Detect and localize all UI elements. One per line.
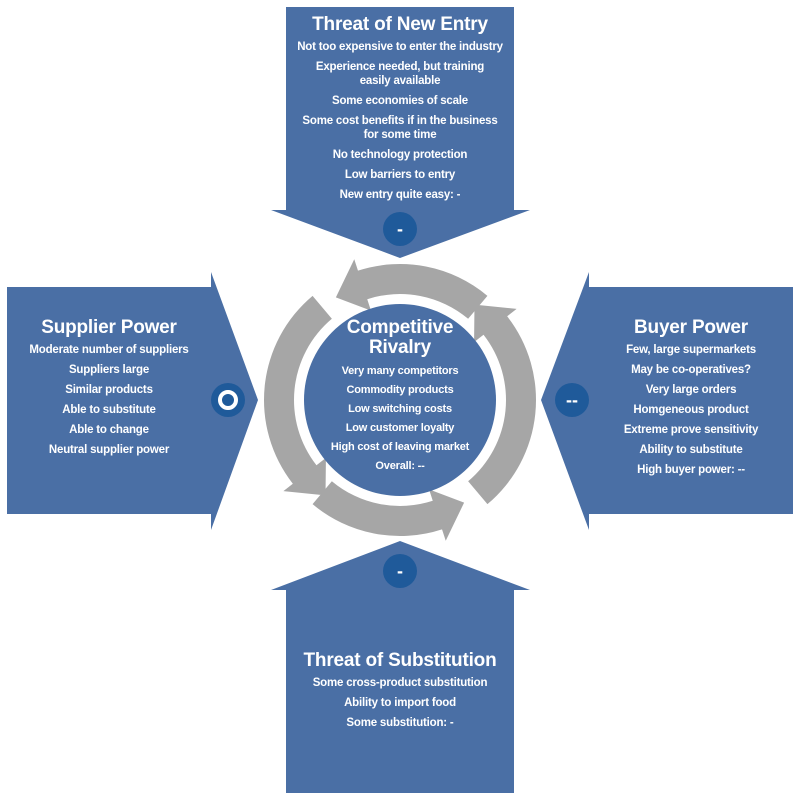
substitution-arrow-shape	[271, 541, 530, 793]
list-item: Neutral supplier power	[48, 444, 170, 456]
list-item: Suppliers large	[68, 364, 150, 376]
threat-of-substitution-list: Some cross-product substitution Ability …	[290, 676, 510, 730]
supplier-power-panel: Supplier Power Moderate number of suppli…	[14, 317, 204, 463]
buyer-power-title: Buyer Power	[634, 317, 748, 338]
list-item: Extreme prove sensitivity	[623, 424, 759, 436]
list-item: Some economies of scale	[331, 95, 468, 107]
supplier-power-list: Moderate number of suppliers Suppliers l…	[14, 343, 204, 457]
list-item: Very many competitors	[341, 365, 459, 377]
list-item: High cost of leaving market	[330, 441, 470, 453]
threat-of-substitution-title: Threat of Substitution	[303, 650, 497, 671]
list-item: May be co-operatives?	[631, 364, 751, 376]
supplier-power-arrow-shape	[7, 272, 258, 530]
list-item: Very large orders	[645, 384, 737, 396]
buyer-power-rating-badge: --	[555, 383, 589, 417]
list-item: Ability to substitute	[639, 444, 743, 456]
list-item: Overall: --	[375, 460, 425, 472]
cycle-arrow-right	[468, 304, 537, 505]
competitive-rivalry-title: Competitive Rivalry	[346, 317, 454, 358]
list-item: Few, large supermarkets	[626, 344, 756, 356]
buyer-power-arrow-shape	[541, 272, 793, 530]
supplier-power-rating-badge	[211, 383, 245, 417]
list-item: Some substitution: -	[346, 717, 454, 729]
list-item: Commodity products	[346, 384, 454, 396]
new-entry-rating-badge: -	[383, 212, 417, 246]
list-item: Able to change	[69, 424, 149, 436]
competitive-rivalry-list: Very many competitors Commodity products…	[318, 364, 482, 473]
cycle-arrow-bottom	[312, 481, 465, 541]
list-item: Some cost benefits if in the business fo…	[302, 115, 498, 141]
list-item: Low switching costs	[348, 403, 452, 415]
list-item: Low customer loyalty	[345, 422, 455, 434]
competitive-rivalry-circle	[304, 304, 496, 496]
supplier-power-title: Supplier Power	[41, 317, 177, 338]
new-entry-arrow-shape	[271, 7, 530, 258]
rivalry-cycle-ring	[263, 259, 537, 541]
threat-of-new-entry-panel: Threat of New Entry Not too expensive to…	[290, 14, 510, 208]
list-item: Able to substitute	[62, 404, 156, 416]
list-item: Some cross-product substitution	[312, 677, 488, 689]
cycle-arrow-top	[335, 259, 488, 319]
buyer-power-panel: Buyer Power Few, large supermarkets May …	[596, 317, 786, 483]
cycle-arrow-left	[263, 295, 332, 496]
list-item: High buyer power: --	[637, 464, 745, 476]
list-item: No technology protection	[332, 149, 468, 161]
competitive-rivalry-panel: Competitive Rivalry Very many competitor…	[318, 318, 482, 478]
buyer-power-list: Few, large supermarkets May be co-operat…	[596, 343, 786, 477]
list-item: Experience needed, but training easily a…	[315, 61, 485, 87]
list-item: Not too expensive to enter the industry	[297, 41, 503, 53]
list-item: Ability to import food	[344, 697, 456, 709]
neutral-ring-icon	[218, 390, 238, 410]
list-item: New entry quite easy: -	[339, 189, 461, 201]
list-item: Moderate number of suppliers	[29, 344, 189, 356]
list-item: Homgeneous product	[633, 404, 749, 416]
list-item: Low barriers to entry	[344, 169, 456, 181]
list-item: Similar products	[65, 384, 153, 396]
threat-of-new-entry-list: Not too expensive to enter the industry …	[290, 40, 510, 202]
threat-of-new-entry-title: Threat of New Entry	[312, 14, 488, 35]
threat-of-substitution-panel: Threat of Substitution Some cross-produc…	[290, 650, 510, 736]
substitution-rating-badge: -	[383, 554, 417, 588]
